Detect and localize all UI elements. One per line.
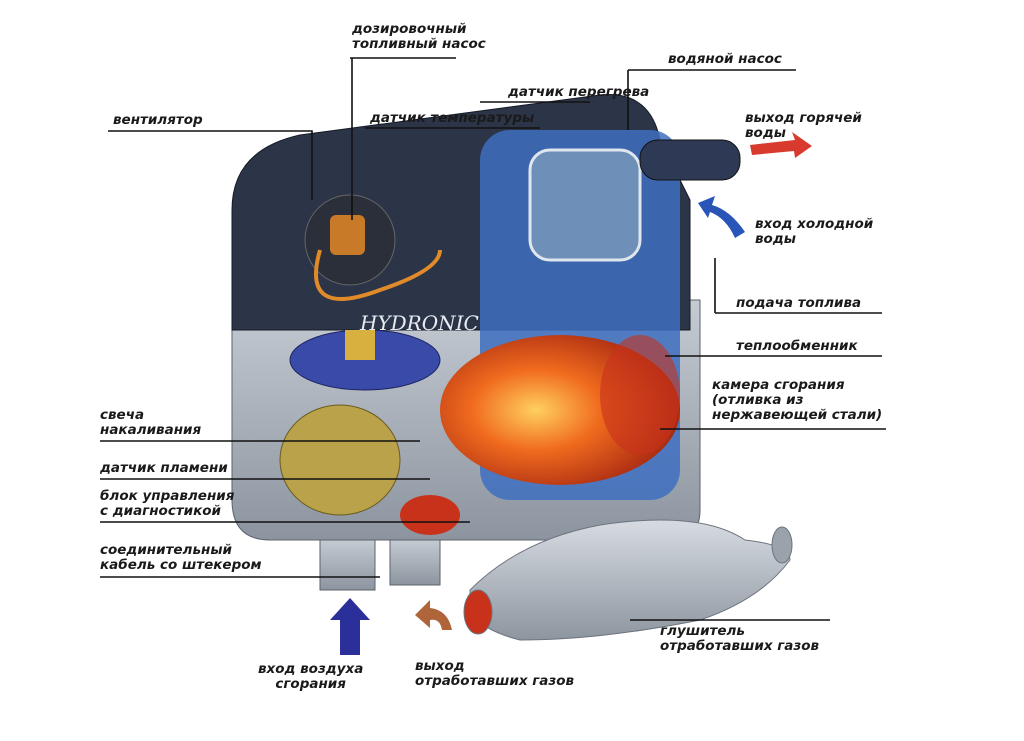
label-air-in: вход воздуха сгорания — [258, 661, 364, 692]
brand-logo: HYDRONIC — [359, 311, 479, 335]
dosing-pump — [330, 215, 365, 255]
label-flame-sensor: датчик пламени — [100, 460, 228, 476]
label-combustion-chamber: камера сгорания (отливка из нержавеющей … — [712, 377, 883, 423]
muffler — [469, 519, 791, 641]
hot-water-arrow — [750, 132, 812, 158]
label-hot-water-out: выход горячей воды — [745, 110, 862, 141]
hot-water-pipe — [639, 139, 741, 181]
label-fan: вентилятор — [113, 112, 203, 128]
air-inlet-arrow — [330, 598, 370, 655]
label-control-unit: блок управления с диагностикой — [100, 488, 235, 519]
motor — [279, 404, 401, 516]
label-cable: соединительный кабель со штекером — [100, 542, 262, 573]
water-pump-body — [528, 148, 642, 262]
label-water-pump: водяной насос — [668, 51, 782, 67]
label-temp-sensor: датчик температуры — [370, 110, 535, 126]
cold-water-arrow — [698, 196, 745, 238]
label-exhaust-out: выход отработавших газов — [415, 658, 575, 689]
label-muffler: глушитель отработавших газов — [660, 623, 820, 654]
label-overheat-sensor: датчик перегрева — [508, 84, 650, 100]
label-fuel-supply: подача топлива — [736, 295, 862, 311]
label-dosing-pump: дозировочный топливный насос — [352, 21, 486, 52]
label-heat-exchanger: теплообменник — [736, 338, 858, 354]
exhaust-arrow — [415, 600, 452, 630]
leader-lines — [100, 57, 886, 621]
label-glow-plug: свеча накаливания — [100, 407, 202, 438]
label-cold-water-in: вход холодной воды — [755, 216, 874, 247]
